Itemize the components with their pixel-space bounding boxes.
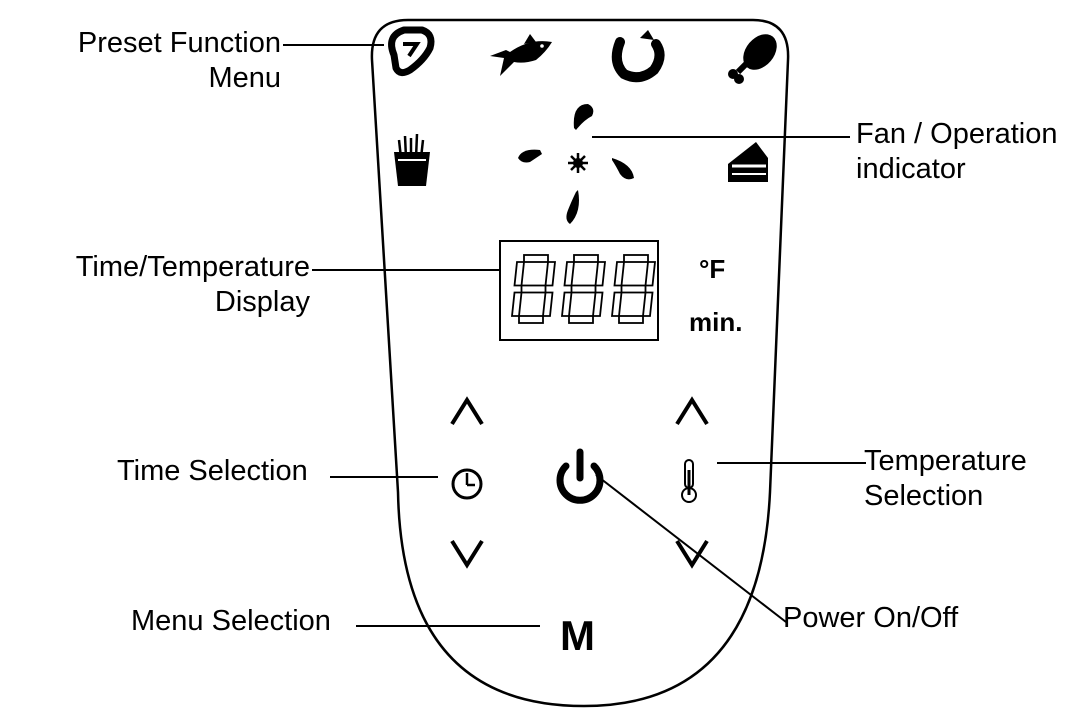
fries-icon[interactable] (394, 133, 430, 186)
display-segment (618, 315, 644, 324)
clock-icon[interactable] (451, 468, 483, 500)
display-segment (613, 261, 626, 287)
fish-icon[interactable] (490, 34, 552, 76)
temperature-down-button[interactable] (675, 539, 709, 569)
minutes-unit-label: min. (689, 307, 743, 337)
display-segment (594, 261, 607, 287)
display-segment (560, 291, 573, 317)
display-segment (544, 261, 557, 287)
display-segment (518, 315, 544, 324)
time-up-button[interactable] (450, 396, 484, 426)
display-segment (568, 315, 594, 324)
fan-indicator-icon (518, 104, 634, 224)
display-segment (610, 291, 623, 317)
display-segment (523, 254, 549, 263)
display-segment (513, 261, 526, 287)
display-segment (520, 284, 547, 294)
display-segment (570, 284, 597, 294)
thermometer-icon[interactable] (681, 459, 697, 503)
display-segment (510, 291, 523, 317)
drumstick-icon[interactable] (728, 28, 784, 84)
time-down-button[interactable] (450, 539, 484, 569)
fahrenheit-unit-label: °F (699, 254, 726, 284)
panel-outline (370, 18, 790, 708)
display-segment (641, 291, 654, 317)
power-label: Power On/Off (783, 602, 959, 634)
display-segment (620, 284, 647, 294)
power-icon[interactable] (556, 448, 604, 504)
shrimp-icon[interactable] (611, 30, 665, 83)
display-segment (591, 291, 604, 317)
display-segment (623, 254, 649, 263)
time-temperature-display (499, 240, 659, 341)
cake-icon[interactable] (728, 142, 768, 182)
display-segment (541, 291, 554, 317)
display-segment (573, 254, 599, 263)
menu-selection-label: Menu Selection (131, 605, 331, 637)
display-segment (563, 261, 576, 287)
temperature-up-button[interactable] (675, 396, 709, 426)
steak-icon[interactable] (388, 26, 435, 77)
menu-button[interactable]: M (560, 612, 595, 659)
display-segment (644, 261, 657, 287)
power-leader-line (595, 474, 787, 623)
time-selection-label: Time Selection (117, 455, 308, 487)
